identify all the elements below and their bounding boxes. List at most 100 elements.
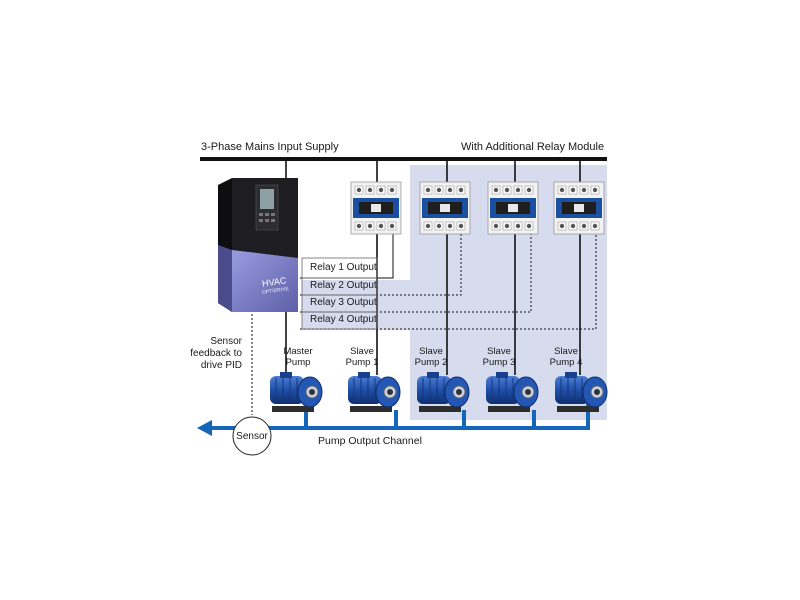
pump-label-master: Master Pump: [283, 346, 312, 368]
pump-2: [417, 372, 470, 412]
pump-3: [486, 372, 539, 412]
sensor-feedback-line-2: feedback to: [190, 348, 242, 359]
mains-drop-wires: [285, 161, 581, 182]
mains-supply-label: 3-Phase Mains Input Supply: [201, 141, 339, 153]
terminal-screw: [436, 187, 442, 193]
relay-4-output-label: Relay 4 Output: [310, 314, 377, 325]
pump-base: [419, 406, 461, 412]
contactor-indicator: [508, 204, 518, 212]
terminal-screw: [367, 187, 373, 193]
pump-label-slave-4-line1: Slave: [554, 346, 578, 357]
terminal-screw: [570, 187, 576, 193]
pump-terminal-box: [496, 372, 508, 378]
sensor-feedback-label: Sensor feedback to drive PID: [180, 336, 242, 372]
pump-base: [350, 406, 392, 412]
sensor-feedback-line-3: drive PID: [200, 360, 242, 371]
pump-label-slave-2-line2: Pump 2: [414, 357, 448, 368]
pump-inlet-hole: [309, 389, 315, 395]
pump-label-master-line1: Master: [283, 346, 313, 357]
pump-base: [488, 406, 530, 412]
pump-base: [272, 406, 314, 412]
terminal-screw: [592, 187, 598, 193]
drive-keypad: [259, 213, 275, 222]
pump-inlet-hole: [387, 389, 393, 395]
pump-4: [555, 372, 608, 412]
pump-label-slave-3: Slave Pump 3: [483, 346, 516, 368]
relay-module-area-lower: [302, 280, 412, 330]
terminal-screw: [559, 223, 565, 229]
pump-label-slave-3-line1: Slave: [487, 346, 511, 357]
sensor-node: [232, 416, 272, 456]
relay-contactors: [350, 181, 605, 235]
pump-label-slave-1: Slave Pump 1: [346, 346, 379, 368]
pump-0: [270, 372, 323, 412]
pump-label-slave-4: Slave Pump 4: [550, 346, 583, 368]
terminal-screw: [504, 223, 510, 229]
terminal-screw: [592, 223, 598, 229]
terminal-screw: [581, 187, 587, 193]
pump-label-master-line2: Pump: [285, 357, 311, 368]
pump-label-slave-3-line2: Pump 3: [482, 357, 516, 368]
sensor-node-label: Sensor: [236, 431, 268, 442]
terminal-screw: [378, 187, 384, 193]
terminal-screw: [458, 187, 464, 193]
drive-unit: [218, 178, 298, 312]
relay-output-boxes: [301, 257, 378, 330]
relay-contactor-4: [553, 181, 605, 235]
sensor-feedback-line-1: Sensor: [210, 336, 242, 347]
terminal-screw: [436, 223, 442, 229]
terminal-screw: [581, 223, 587, 229]
pump-terminal-box: [565, 372, 577, 378]
terminal-screw: [425, 223, 431, 229]
terminal-screw: [559, 187, 565, 193]
terminal-screw: [447, 223, 453, 229]
relay-contactor-2: [419, 181, 471, 235]
terminal-screw: [515, 187, 521, 193]
pump-inlet-hole: [456, 389, 462, 395]
pump-base: [557, 406, 599, 412]
pump-motor: [270, 376, 304, 404]
pump-label-slave-2: Slave Pump 2: [415, 346, 448, 368]
terminal-screw: [515, 223, 521, 229]
pump-terminal-box: [427, 372, 439, 378]
relay-module-label: With Additional Relay Module: [461, 141, 605, 153]
terminal-screw: [367, 223, 373, 229]
pump-motor: [348, 376, 382, 404]
terminal-screw: [526, 187, 532, 193]
terminal-screw: [504, 187, 510, 193]
terminal-screw: [570, 223, 576, 229]
relay-contactor-1: [350, 181, 402, 235]
pump-label-slave-1-line2: Pump 1: [345, 357, 379, 368]
pump-motor: [555, 376, 589, 404]
contactor-indicator: [440, 204, 450, 212]
terminal-screw: [356, 187, 362, 193]
pump-motor: [486, 376, 520, 404]
relay-1-output-label: Relay 1 Output: [310, 262, 377, 273]
terminal-screw: [493, 187, 499, 193]
pump-1: [348, 372, 401, 412]
pump-label-slave-1-line1: Slave: [350, 346, 374, 357]
pump-motor: [417, 376, 451, 404]
pumps: [270, 372, 608, 412]
relay-contactor-3: [487, 181, 539, 235]
terminal-screw: [425, 187, 431, 193]
pump-terminal-box: [280, 372, 292, 378]
terminal-screw: [447, 187, 453, 193]
relay-2-output-label: Relay 2 Output: [310, 280, 377, 291]
contactor-indicator: [574, 204, 584, 212]
pump-label-slave-2-line1: Slave: [419, 346, 443, 357]
relay-3-output-label: Relay 3 Output: [310, 297, 377, 308]
pump-inlet-hole: [525, 389, 531, 395]
pump-inlet-hole: [594, 389, 600, 395]
contactor-indicator: [371, 204, 381, 212]
terminal-screw: [378, 223, 384, 229]
drive-display: [260, 189, 274, 209]
mains-bus-bar: [200, 157, 607, 161]
terminal-screw: [458, 223, 464, 229]
pump-label-slave-4-line2: Pump 4: [549, 357, 583, 368]
terminal-screw: [526, 223, 532, 229]
pump-terminal-box: [358, 372, 370, 378]
terminal-screw: [493, 223, 499, 229]
terminal-screw: [389, 187, 395, 193]
